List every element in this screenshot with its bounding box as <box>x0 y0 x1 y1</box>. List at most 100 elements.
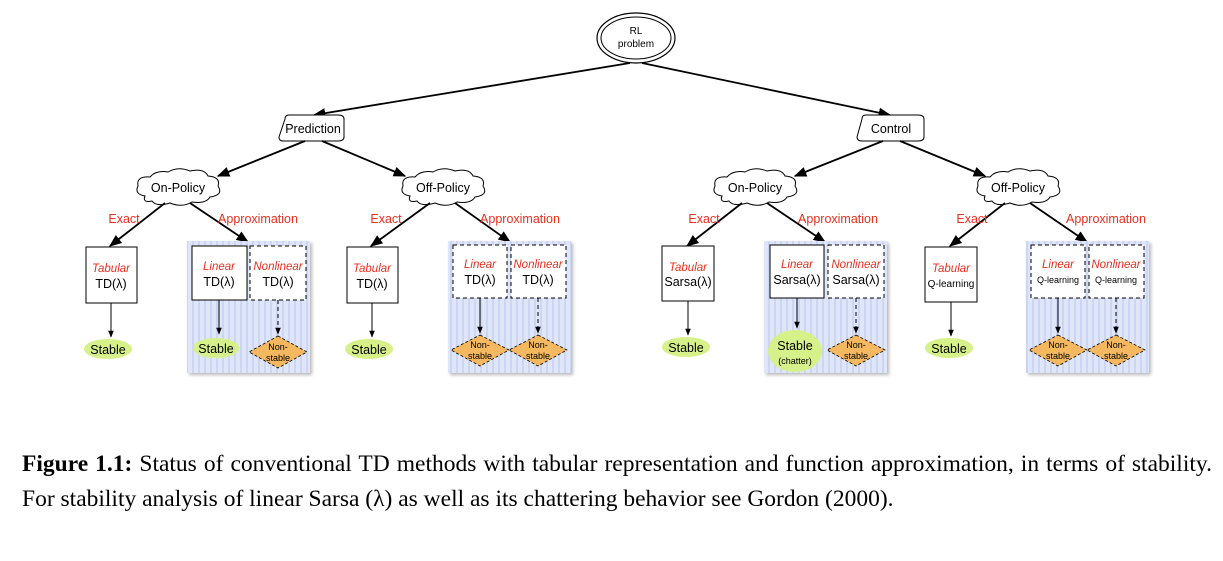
edge-label-approximation: Approximation <box>1066 212 1146 226</box>
svg-text:Nonlinear: Nonlinear <box>513 259 563 271</box>
svg-text:stable: stable <box>526 351 550 361</box>
linear-qlearning-node: Linear Q-learning <box>1030 244 1086 299</box>
svg-text:stable: stable <box>844 351 868 361</box>
edge-label-exact: Exact <box>108 212 140 226</box>
stable-outcome: Stable <box>662 337 710 357</box>
edge-approx <box>454 202 512 243</box>
edge-approx <box>766 202 827 243</box>
linear-td-node: Linear TD(λ) <box>452 244 508 299</box>
svg-text:Stable: Stable <box>931 342 966 356</box>
control-label: Control <box>871 122 911 136</box>
svg-text:Stable: Stable <box>777 339 812 353</box>
edge-approx <box>1029 202 1089 243</box>
tabular-td-node: Tabular TD(λ) <box>346 246 399 304</box>
nonstable-outcome: Non- stable <box>508 334 568 367</box>
svg-text:Tabular: Tabular <box>353 263 392 275</box>
edge-label-approximation: Approximation <box>798 212 878 226</box>
tabular-sarsa-node: Tabular Sarsa(λ) <box>661 245 715 302</box>
prediction-label: Prediction <box>285 122 341 136</box>
onpolicy-cloud-control: On-Policy <box>713 168 798 206</box>
svg-text:Linear: Linear <box>464 259 497 271</box>
svg-text:Nonlinear: Nonlinear <box>253 261 303 273</box>
edge-exact <box>109 202 166 247</box>
nonstable-outcome: Non- stable <box>1028 334 1088 367</box>
svg-text:Tabular: Tabular <box>92 263 131 275</box>
edge-prediction-onpolicy <box>216 140 306 177</box>
svg-text:Nonlinear: Nonlinear <box>1091 259 1141 271</box>
nonstable-outcome: Non- stable <box>826 334 886 367</box>
edge-label-approximation: Approximation <box>218 212 298 226</box>
svg-text:Non-: Non- <box>1048 340 1068 350</box>
tabular-td-node: Tabular TD(λ) <box>85 246 138 304</box>
svg-text:Stable: Stable <box>90 343 125 357</box>
control-node: Control <box>856 114 925 142</box>
root-label-line1: RL <box>630 26 643 37</box>
svg-text:Sarsa(λ): Sarsa(λ) <box>832 273 879 287</box>
stable-outcome: Stable <box>84 339 132 359</box>
svg-text:stable: stable <box>1104 351 1128 361</box>
onpolicy-label: On-Policy <box>151 181 206 195</box>
tabular-qlearning-node: Tabular Q-learning <box>924 246 978 303</box>
svg-text:stable: stable <box>1046 351 1070 361</box>
nonlinear-sarsa-node: Nonlinear Sarsa(λ) <box>827 244 885 299</box>
svg-text:Linear: Linear <box>781 259 814 271</box>
svg-text:Linear: Linear <box>203 261 236 273</box>
offpolicy-cloud-prediction: Off-Policy <box>401 168 486 206</box>
nonlinear-td-node: Nonlinear TD(λ) <box>510 244 567 299</box>
svg-text:Linear: Linear <box>1042 259 1075 271</box>
svg-text:Non-: Non- <box>528 340 548 350</box>
stable-outcome: Stable <box>345 339 393 359</box>
edge-control-offpolicy <box>899 140 987 177</box>
svg-text:Sarsa(λ): Sarsa(λ) <box>773 273 820 287</box>
figure-caption: Figure 1.1: Status of conventional TD me… <box>22 447 1212 517</box>
nonlinear-td-node: Nonlinear TD(λ) <box>249 245 307 301</box>
linear-td-node: Linear TD(λ) <box>191 245 248 301</box>
svg-text:Q-learning: Q-learning <box>1095 275 1137 285</box>
svg-text:Non-: Non- <box>1106 340 1126 350</box>
edge-exact <box>686 202 743 247</box>
svg-text:TD(λ): TD(λ) <box>522 273 553 287</box>
offpolicy-cloud-control: Off-Policy <box>976 168 1061 206</box>
svg-text:stable: stable <box>266 353 290 363</box>
svg-text:Stable: Stable <box>668 341 703 355</box>
root-label-line2: problem <box>618 39 654 50</box>
edge-root-prediction <box>312 62 631 119</box>
nonstable-outcome: Non- stable <box>1086 334 1146 367</box>
svg-text:TD(λ): TD(λ) <box>356 277 387 291</box>
svg-text:Non-: Non- <box>268 342 288 352</box>
edge-exact <box>949 202 1006 247</box>
edge-label-exact: Exact <box>956 212 988 226</box>
svg-text:stable: stable <box>468 351 492 361</box>
svg-text:TD(λ): TD(λ) <box>203 275 234 289</box>
svg-text:TD(λ): TD(λ) <box>262 275 293 289</box>
offpolicy-label: Off-Policy <box>991 181 1046 195</box>
onpolicy-label: On-Policy <box>728 181 783 195</box>
edge-prediction-offpolicy <box>321 140 407 177</box>
svg-text:TD(λ): TD(λ) <box>95 277 126 291</box>
svg-text:TD(λ): TD(λ) <box>464 273 495 287</box>
stable-outcome: Stable <box>925 338 973 358</box>
root-node: RL problem <box>596 12 676 64</box>
edge-label-exact: Exact <box>688 212 720 226</box>
edge-control-onpolicy <box>793 140 884 177</box>
nonstable-outcome: Non- stable <box>248 335 308 369</box>
svg-text:(chatter): (chatter) <box>778 356 812 366</box>
edge-root-control <box>641 62 892 118</box>
svg-text:Nonlinear: Nonlinear <box>831 259 881 271</box>
linear-sarsa-node: Linear Sarsa(λ) <box>769 244 825 299</box>
prediction-node: Prediction <box>278 114 345 142</box>
stable-chatter-outcome: Stable (chatter) <box>768 330 822 372</box>
stable-outcome: Stable <box>193 338 239 358</box>
svg-text:Tabular: Tabular <box>932 263 971 275</box>
onpolicy-cloud-prediction: On-Policy <box>136 168 221 206</box>
svg-text:Q-learning: Q-learning <box>1037 275 1079 285</box>
svg-text:Stable: Stable <box>198 342 233 356</box>
svg-text:Stable: Stable <box>351 343 386 357</box>
edge-label-approximation: Approximation <box>480 212 560 226</box>
svg-text:Non-: Non- <box>470 340 490 350</box>
offpolicy-label: Off-Policy <box>416 181 471 195</box>
edge-approx <box>189 202 250 243</box>
svg-text:Sarsa(λ): Sarsa(λ) <box>664 275 711 289</box>
svg-text:Q-learning: Q-learning <box>928 279 975 290</box>
